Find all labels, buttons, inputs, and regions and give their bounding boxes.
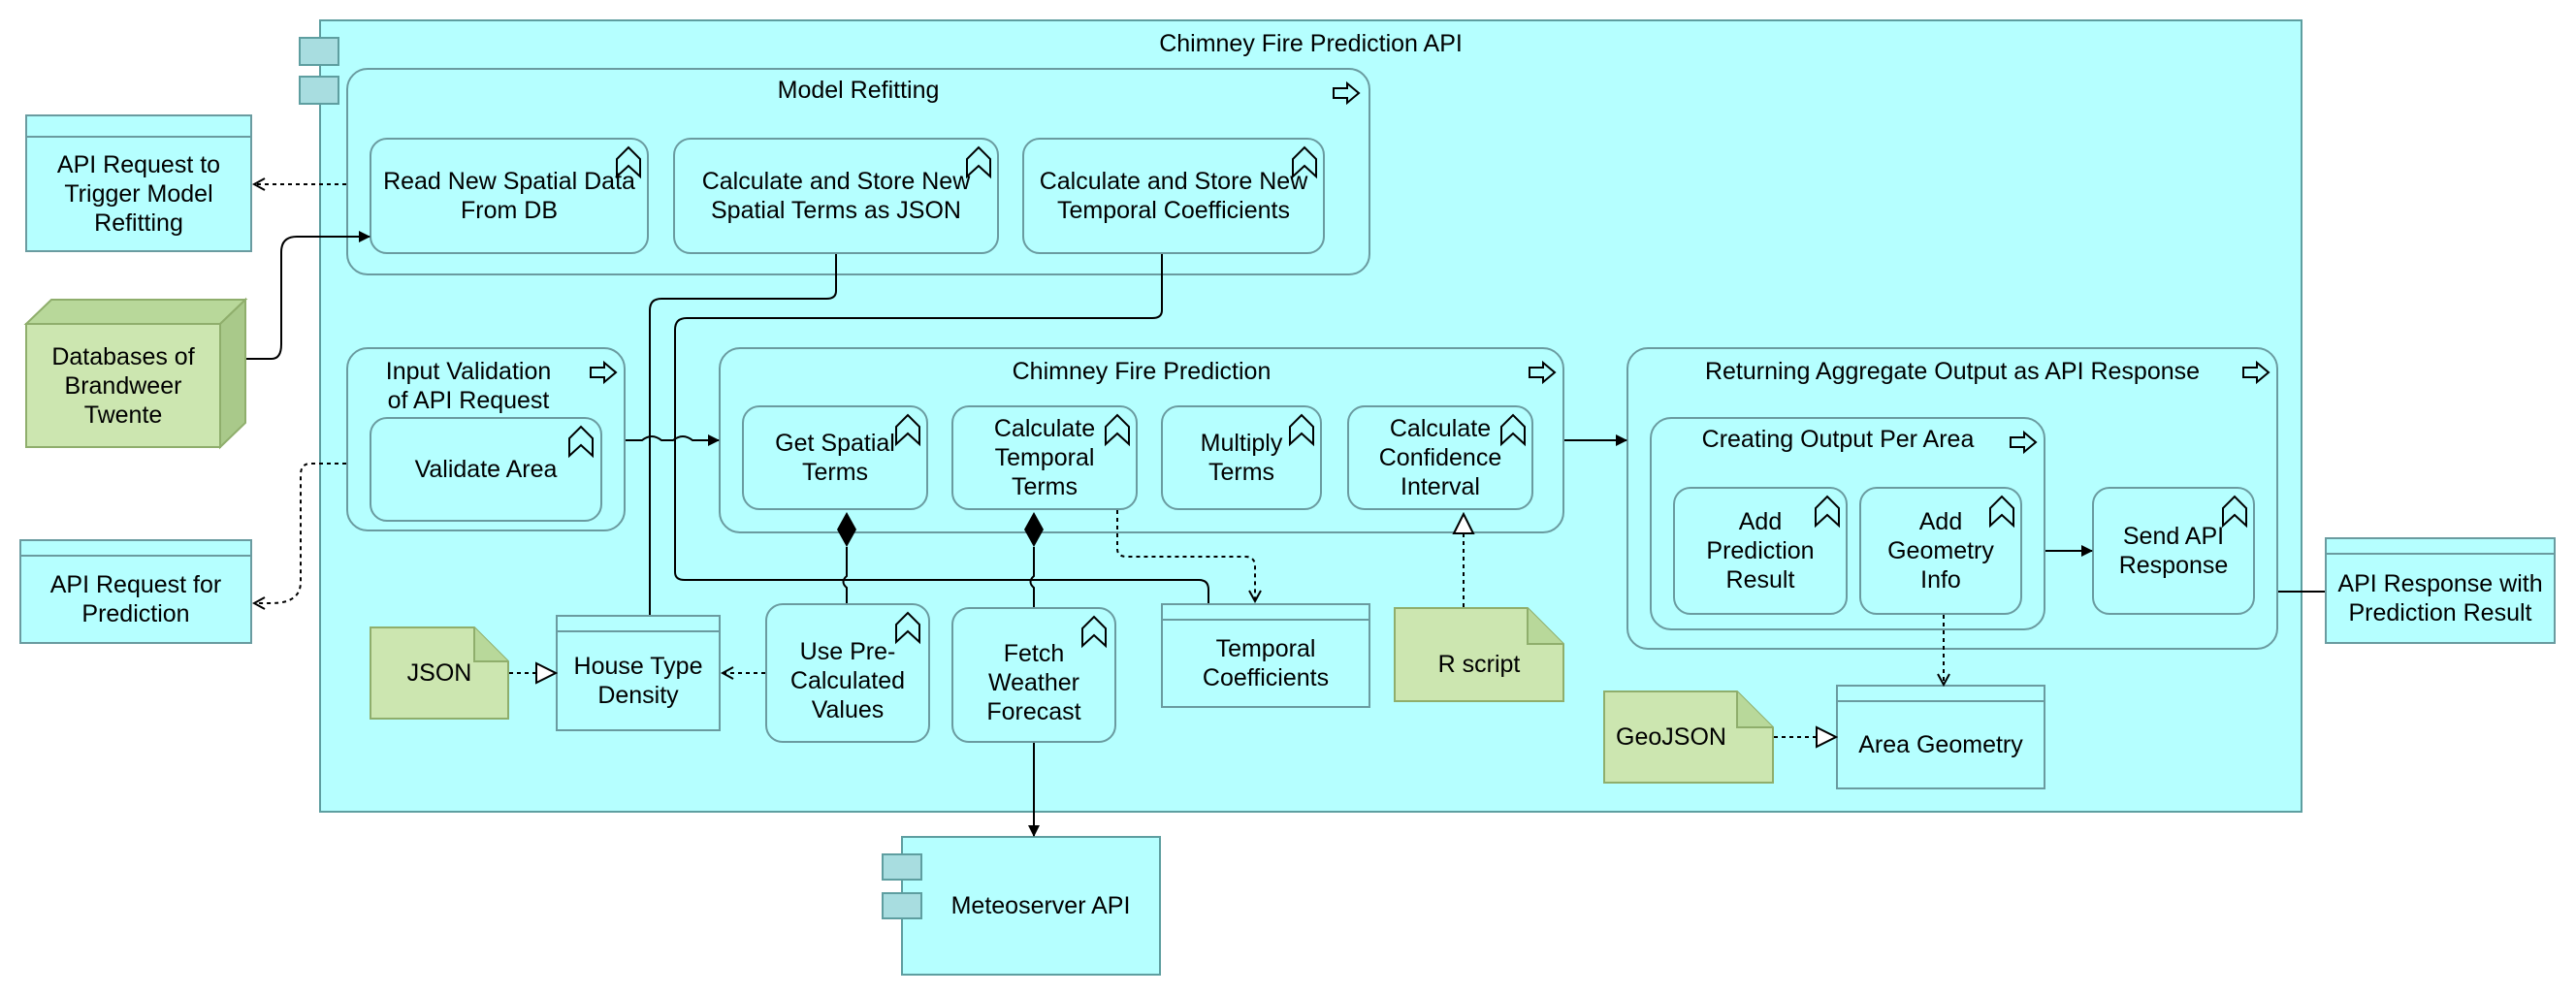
- json-artifact: JSON: [370, 626, 509, 720]
- function-icon: [1288, 413, 1315, 447]
- area-geometry-label: Area Geometry: [1858, 731, 2023, 758]
- function-icon: [1104, 413, 1131, 447]
- trigger-refitting-request-label: API Request to Trigger Model Refitting: [56, 151, 221, 237]
- component-icon: [299, 37, 339, 66]
- api-title: Chimney Fire Prediction API: [1159, 30, 1463, 57]
- prediction-request-label: API Request for Prediction: [49, 571, 222, 627]
- validation-to-prediction-link: [626, 434, 720, 446]
- json-label: JSON: [406, 659, 472, 687]
- databases-node: Databases of Brandweer Twente: [23, 297, 248, 450]
- pre-calculated-values-label: Use Pre- Calculated Values: [789, 638, 906, 723]
- prediction-request-object: API Request for Prediction: [19, 539, 252, 644]
- function-icon: [894, 413, 921, 447]
- function-icon: [894, 611, 921, 645]
- process-arrow-icon: [589, 360, 618, 385]
- fetch-weather-forecast-function: Fetch Weather Forecast: [951, 607, 1116, 743]
- process-arrow-icon: [2241, 360, 2270, 385]
- component-icon: [882, 892, 922, 919]
- function-icon: [567, 425, 595, 459]
- component-icon: [299, 76, 339, 105]
- validate-area-label: Validate Area: [414, 456, 558, 483]
- temporal-coefficients-function: Calculate and Store New Temporal Coeffic…: [1022, 138, 1325, 254]
- model-refitting-title: Model Refitting: [777, 77, 940, 104]
- function-icon: [1080, 615, 1108, 649]
- function-icon: [1499, 413, 1527, 447]
- geojson-artifact: GeoJSON: [1603, 690, 1774, 784]
- read-data-function: Read New Spatial Data From DB: [370, 138, 649, 254]
- calculate-temporal-terms-function: Calculate Temporal Terms: [951, 405, 1138, 510]
- spatial-composition-link: [837, 512, 856, 547]
- get-spatial-terms-function: Get Spatial Terms: [742, 405, 928, 510]
- geojson-label: GeoJSON: [1616, 723, 1726, 751]
- function-icon: [965, 145, 992, 179]
- trigger-refitting-request-object: API Request to Trigger Model Refitting: [25, 114, 252, 252]
- meteoserver-api-label: Meteoserver API: [950, 892, 1131, 919]
- add-geometry-info-function: Add Geometry Info: [1859, 487, 2022, 615]
- confidence-interval-function: Calculate Confidence Interval: [1347, 405, 1533, 510]
- spatial-composition-line: [842, 547, 848, 603]
- spatial-terms-function: Calculate and Store New Spatial Terms as…: [673, 138, 999, 254]
- function-icon: [1814, 495, 1841, 529]
- component-icon: [882, 853, 922, 881]
- temporal-coefficients-object-label: Temporal Coefficients: [1202, 635, 1330, 691]
- send-api-response-label: Send API Response: [2118, 523, 2229, 579]
- process-arrow-icon: [1332, 80, 1361, 106]
- house-type-density-label: House Type Density: [573, 653, 703, 709]
- function-icon: [1988, 495, 2015, 529]
- process-arrow-icon: [1528, 360, 1557, 385]
- add-prediction-result-function: Add Prediction Result: [1673, 487, 1848, 615]
- api-response-object: API Response with Prediction Result: [2325, 537, 2556, 644]
- send-api-response-function: Send API Response: [2092, 487, 2255, 615]
- process-arrow-icon: [2009, 430, 2038, 455]
- prediction-request-link: [254, 463, 346, 603]
- function-icon: [2221, 495, 2248, 529]
- returning-title: Returning Aggregate Output as API Respon…: [1704, 358, 2201, 385]
- add-geometry-info-label: Add Geometry Info: [1887, 508, 1994, 594]
- temporal-composition-line: [1029, 547, 1035, 607]
- read-data-label: Read New Spatial Data From DB: [383, 168, 635, 224]
- calculate-temporal-terms-label: Calculate Temporal Terms: [993, 415, 1096, 500]
- add-prediction-result-label: Add Prediction Result: [1706, 508, 1815, 594]
- spatial-to-density-link: [649, 254, 837, 615]
- creating-output-title: Creating Output Per Area: [1701, 426, 1975, 453]
- pre-calculated-values-function: Use Pre- Calculated Values: [765, 603, 930, 743]
- validate-area-function: Validate Area: [370, 417, 602, 522]
- temporal-coefficients-label: Calculate and Store New Temporal Coeffic…: [1039, 168, 1308, 224]
- r-script-label: R script: [1437, 651, 1521, 678]
- meteoserver-api-component: Meteoserver API: [901, 836, 1161, 976]
- databases-label: Databases of Brandweer Twente: [51, 343, 195, 429]
- r-script-artifact: R script: [1394, 607, 1564, 702]
- temporal-coefficients-object: Temporal Coefficients: [1161, 603, 1370, 708]
- function-icon: [1291, 145, 1318, 179]
- api-response-label: API Response with Prediction Result: [2337, 570, 2543, 626]
- fetch-weather-forecast-label: Fetch Weather Forecast: [986, 640, 1081, 725]
- spatial-terms-label: Calculate and Store New Spatial Terms as…: [701, 168, 971, 224]
- temporal-coeffs-link: [674, 254, 1209, 603]
- temporal-terms-to-coeffs-link: [1116, 510, 1255, 601]
- input-validation-title: Input Validation of API Request: [385, 358, 552, 414]
- house-type-density-object: House Type Density: [556, 615, 721, 731]
- db-link: [246, 231, 370, 360]
- get-spatial-terms-label: Get Spatial Terms: [775, 430, 895, 486]
- function-icon: [615, 145, 642, 179]
- prediction-title: Chimney Fire Prediction: [1012, 358, 1272, 385]
- multiply-terms-label: Multiply Terms: [1200, 430, 1283, 486]
- confidence-interval-label: Calculate Confidence Interval: [1378, 415, 1502, 500]
- temporal-composition-link: [1024, 512, 1044, 547]
